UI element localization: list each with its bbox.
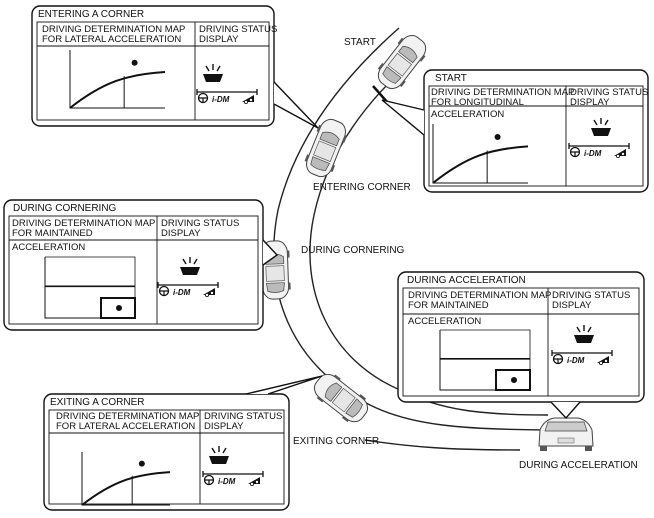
determination-map-graph [432,124,529,184]
steering-wheel-icon [569,146,581,158]
operating-point [494,133,501,140]
steering-wheel-icon [552,353,564,365]
axis-label: ACCELERATION [431,109,505,120]
label-during-cornering: DURING CORNERING [301,245,405,256]
steering-wheel-icon [197,92,209,104]
car-on-slope-icon [203,288,215,298]
determination-map-graph [69,50,166,109]
status-header: DRIVING STATUS DISPLAY [204,411,283,432]
driving-status-display: i-DM [568,118,630,159]
car-top-view-icon [371,29,433,95]
driving-status-display: i-DM [157,257,219,298]
indicator-lamp-icon [180,257,200,275]
car-on-slope-icon [248,477,260,487]
info-table [36,21,270,121]
axis-label: ACCELERATION [12,242,86,253]
determination-map-graph [439,329,531,391]
indicator-lamp-icon [574,325,594,343]
car-rear-view-icon [538,417,594,451]
operating-point [138,460,145,467]
i-dm-logo: i-DM [212,95,230,104]
steering-wheel-icon [203,474,215,486]
map-header: DRIVING DETERMINATION MAP FOR MAINTAINED [408,290,552,311]
panel-title: DURING CORNERING [13,203,117,214]
callout-frame [397,271,645,403]
i-dm-logo: i-DM [218,477,236,486]
map-header: DRIVING DETERMINATION MAP FOR MAINTAINED [12,218,156,239]
info-table [428,85,644,187]
label-entering-corner: ENTERING CORNER [313,182,411,193]
car-top-view-icon [300,114,352,182]
i-dm-logo: i-DM [173,288,191,297]
panel-title: START [435,73,467,84]
info-table [8,215,259,325]
callout-frame [43,393,290,511]
callout-pointer [550,401,581,420]
axis-label: ACCELERATION [408,316,482,327]
panel-start: i-DM [381,69,649,193]
callout-pointer [262,239,279,266]
i-dm-logo: i-DM [567,356,585,365]
status-header: DRIVING STATUS DISPLAY [161,218,240,239]
status-header: DRIVING STATUS DISPLAY [552,290,631,311]
panel-during-acceleration: i-DM [397,271,645,420]
car-on-slope-icon [597,356,609,366]
road-edge-inner [309,49,549,416]
map-header: DRIVING DETERMINATION MAP FOR LATERAL AC… [42,24,186,45]
panel-title: EXITING A CORNER [50,397,145,408]
operating-point [131,59,138,66]
status-header: DRIVING STATUS DISPLAY [570,87,649,108]
panel-during-cornering: i-DM [3,199,279,331]
driving-status-display: i-DM [196,64,258,105]
callout-pointer [245,375,323,395]
determination-map-graph [44,256,136,319]
panel-entering-corner: i-DM [31,5,319,129]
panel-exiting-corner: i-DM [43,375,323,511]
callout-frame [31,5,275,127]
driving-status-display: i-DM [202,446,264,487]
road-edge-outer [272,27,561,431]
steering-wheel-icon [158,285,170,297]
info-table [402,287,640,397]
operating-point [511,377,517,383]
label-exiting-corner: EXITING CORNER [293,436,380,447]
map-header: DRIVING DETERMINATION MAP FOR LONGITUDIN… [431,87,575,108]
info-table [48,409,285,505]
callout-pointer [273,81,319,129]
operating-point [116,305,122,311]
driving-status-display: i-DM [551,325,613,366]
determination-map-graph [81,452,171,506]
panel-title: ENTERING A CORNER [38,9,145,20]
callout-pointer [381,99,425,136]
indicator-lamp-icon [203,64,223,82]
i-dm-logo: i-DM [584,149,602,158]
label-during-acceleration: DURING ACCELERATION [519,460,638,471]
map-header: DRIVING DETERMINATION MAP FOR LATERAL AC… [56,411,200,432]
road-edge-exit [364,439,521,451]
car-on-slope-icon [614,149,626,159]
status-header: DRIVING STATUS DISPLAY [199,24,278,45]
indicator-lamp-icon [591,118,611,136]
label-start: START [344,37,376,48]
panel-title: DURING ACCELERATION [407,275,526,286]
car-on-slope-icon [242,95,254,105]
indicator-lamp-icon [209,446,229,464]
